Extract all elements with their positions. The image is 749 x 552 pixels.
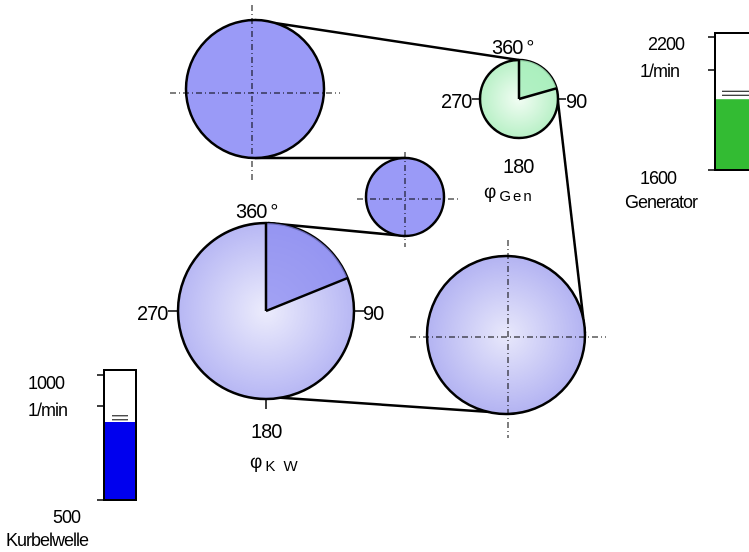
centerline-cross	[170, 5, 340, 180]
gen-gauge-name: Generator	[625, 192, 698, 212]
generator-label-270: 270	[441, 91, 472, 113]
belt	[254, 18, 587, 415]
crank-angle-pointer	[265, 276, 349, 313]
crank-gauge-min-label: 500	[53, 507, 81, 527]
generator-label-180: 180	[503, 156, 534, 178]
generator-label-360: 360°	[492, 37, 533, 59]
crank-gauge-unit: 1/min	[28, 400, 67, 420]
crank-angle-sector	[266, 223, 348, 311]
gen-gauge-max-label: 2200	[648, 34, 685, 54]
pulley-tensioner	[357, 152, 460, 247]
generator-label-90: 90	[566, 91, 587, 113]
belt-segment-top	[254, 18, 520, 62]
belt-segment-gen-idler	[555, 92, 587, 334]
crank-gauge-bar	[105, 422, 135, 499]
belt-segment-idler-crank	[254, 394, 506, 415]
gen-gauge-bar	[716, 99, 749, 169]
crank-gauge-name: Kurbelwelle	[6, 530, 89, 550]
generator-angle-sector	[519, 60, 557, 99]
crank-label-90: 90	[363, 303, 384, 325]
belt-segment-crank-small	[267, 221, 406, 238]
gen-gauge-unit: 1/min	[640, 61, 679, 81]
centerline-cross	[357, 152, 460, 247]
crank-gauge-max-label: 1000	[28, 373, 65, 393]
crank-label-270: 270	[137, 303, 168, 325]
centerline-cross	[410, 240, 606, 438]
generator-speed-gauge: 2200 1/min 1600 Generator	[625, 32, 749, 212]
crankshaft-speed-gauge: 1000 1/min 500 Kurbelwelle	[6, 369, 137, 550]
pulley-idler	[410, 240, 606, 438]
crank-label-180: 180	[251, 421, 282, 443]
pulley-top-left	[170, 5, 340, 180]
gen-gauge-min-label: 1600	[640, 168, 677, 188]
crank-label-360: 360°	[236, 201, 277, 223]
generator-angle-pointer	[518, 87, 557, 101]
